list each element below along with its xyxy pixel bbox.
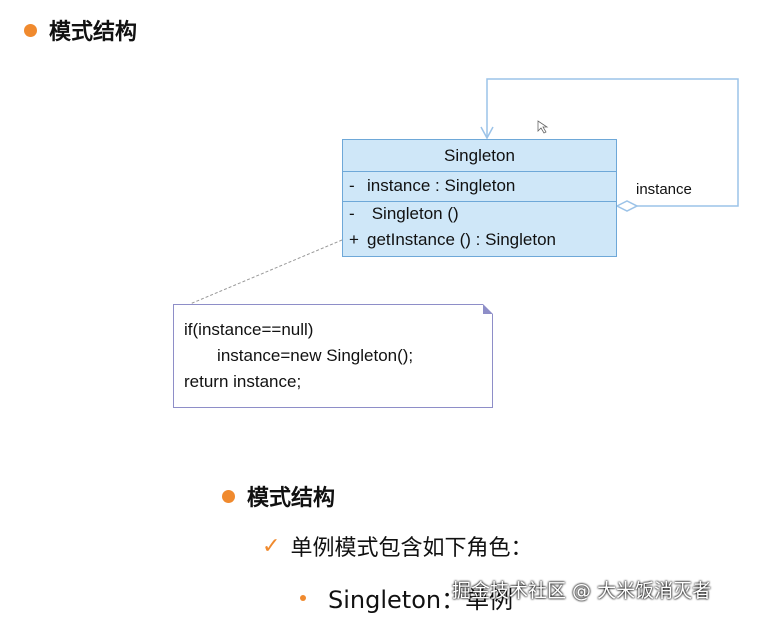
note-line: return instance; — [184, 372, 302, 391]
checkmark-icon: ✓ — [262, 533, 281, 559]
note-fold-icon — [483, 304, 493, 314]
heading-text: 模式结构 — [247, 486, 336, 511]
operation-row: +getInstance () : Singleton — [349, 230, 557, 249]
singleton-class-box: Singleton -instance : Singleton - Single… — [342, 139, 617, 257]
aggregation-diamond-icon — [615, 200, 639, 212]
association-label: instance — [636, 181, 692, 198]
check-item-text: 单例模式包含如下角色： — [290, 536, 533, 561]
bullet-dot-icon — [222, 489, 235, 503]
watermark: 掘金技术社区 @ 大米饭消灭者 — [452, 580, 712, 602]
bullet-dot-icon — [24, 23, 37, 37]
note-anchor-line — [189, 239, 343, 305]
self-association-line — [486, 78, 739, 207]
check-item: ✓ 单例模式包含如下角色： — [262, 530, 532, 562]
heading-text: 模式结构 — [49, 20, 138, 45]
class-operations: - Singleton () +getInstance () : Singlet… — [343, 201, 616, 253]
section-heading-mid: 模式结构 — [222, 480, 335, 512]
note-line: instance=new Singleton(); — [184, 346, 414, 365]
section-heading-top: 模式结构 — [24, 14, 137, 46]
arrowhead-icon — [480, 126, 494, 140]
note-line: if(instance==null) — [184, 320, 314, 339]
code-note: if(instance==null) instance=new Singleto… — [173, 304, 493, 408]
operation-row: - Singleton () — [349, 204, 459, 223]
small-bullet-icon — [300, 594, 306, 601]
sub-item: Singleton：单例 — [300, 580, 513, 615]
cursor-icon — [537, 120, 549, 134]
class-attribute: -instance : Singleton — [343, 171, 616, 202]
class-name: Singleton — [343, 140, 616, 172]
sub-item-text: Singleton：单例 — [328, 586, 514, 614]
